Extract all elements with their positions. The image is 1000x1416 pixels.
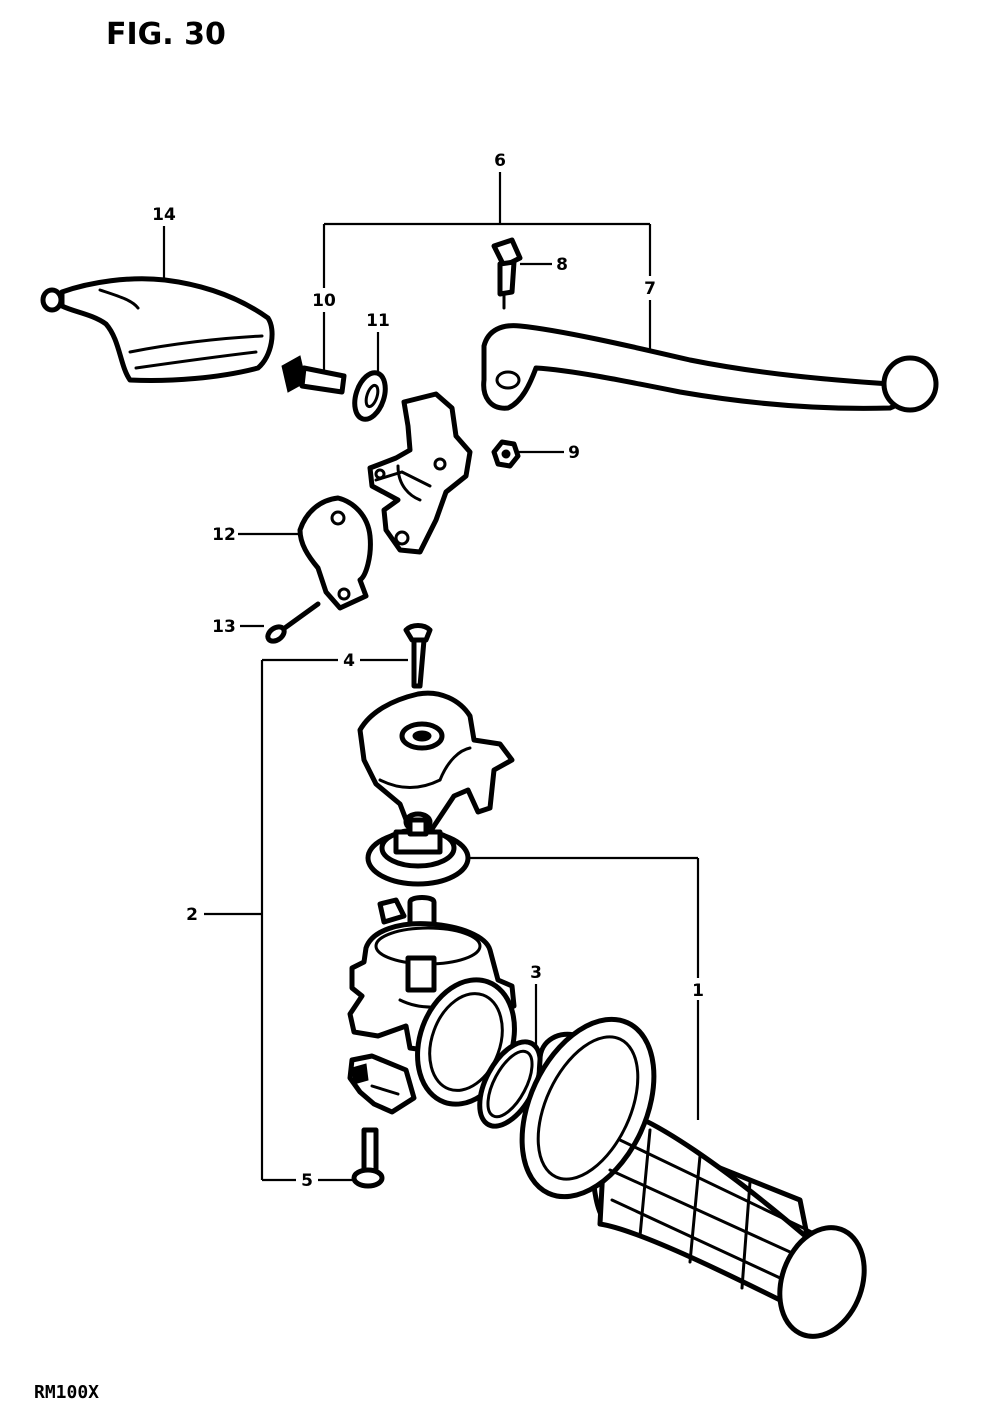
part-1-throttle-grip (519, 1016, 867, 1339)
callout-4: 4 (343, 651, 355, 671)
callout-3: 3 (530, 963, 542, 983)
callout-7: 7 (644, 279, 656, 299)
callout-numbers: 6 14 8 7 10 11 9 12 13 4 2 3 1 5 (152, 151, 704, 1191)
part-4-screw (403, 623, 433, 689)
callout-12: 12 (212, 525, 236, 545)
throttle-pulley (365, 811, 471, 887)
part-11-washer (352, 370, 388, 422)
part-5-screw (351, 1127, 385, 1189)
throttle-housing-upper (357, 690, 515, 835)
callout-11: 11 (366, 311, 390, 331)
leader-lines (162, 172, 700, 1182)
part-9-nut (491, 439, 521, 469)
part-8-bolt (491, 237, 523, 310)
lever-bracket (367, 391, 473, 555)
part-13-screw (265, 601, 321, 644)
callout-2: 2 (186, 905, 198, 925)
part-7-clutch-lever (481, 323, 939, 413)
part-10-pivot-bolt (281, 355, 347, 395)
part-14-lever-cover (40, 276, 275, 383)
callout-5: 5 (301, 1171, 313, 1191)
figure-title: FIG. 30 (106, 17, 226, 52)
part-12-clamp (297, 495, 373, 611)
callout-13: 13 (212, 617, 236, 637)
model-code: RM100X (34, 1382, 99, 1403)
callout-10: 10 (312, 291, 336, 311)
callout-8: 8 (556, 255, 568, 275)
callout-9: 9 (568, 443, 580, 463)
callout-14: 14 (152, 205, 176, 225)
callout-6: 6 (494, 151, 506, 171)
callout-1: 1 (692, 981, 704, 1001)
